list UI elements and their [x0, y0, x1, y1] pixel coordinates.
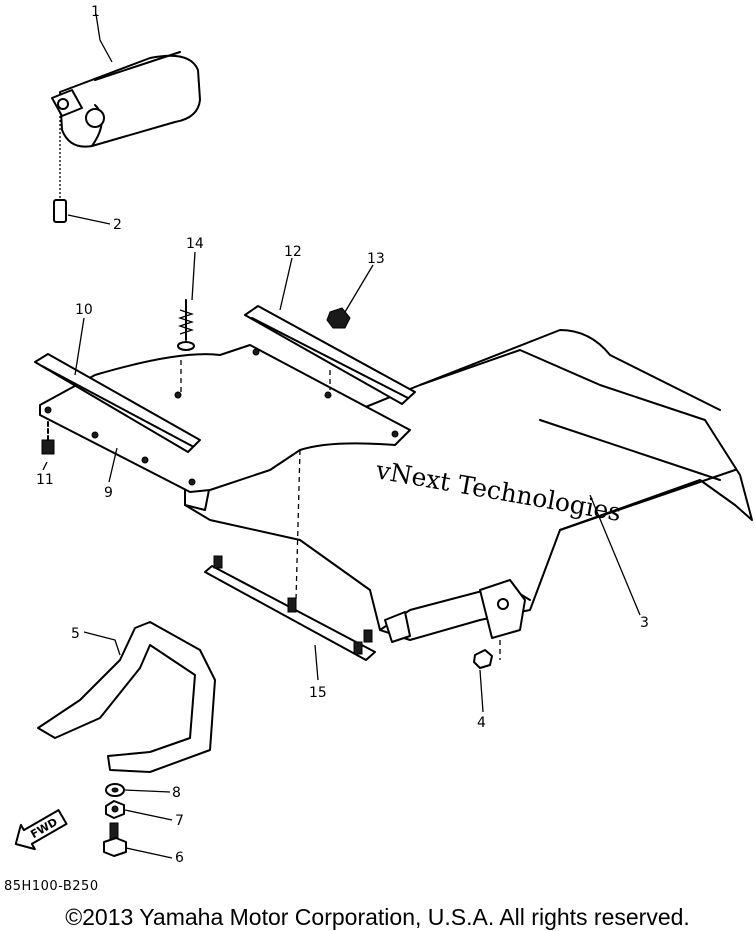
callout-13: 13 — [367, 251, 385, 267]
callout-2: 2 — [113, 217, 122, 233]
callout-5: 5 — [71, 626, 80, 642]
callout-1: 1 — [91, 4, 100, 20]
part-11-bolt — [41, 419, 55, 455]
part-2-chain-pin — [53, 112, 67, 223]
callout-15: 15 — [309, 685, 327, 701]
part-1-cylinder-cover — [51, 51, 201, 148]
callout-numbers: 1 2 3 4 5 6 7 8 9 10 11 12 13 14 15 — [36, 4, 649, 866]
part-5-stay — [37, 621, 216, 773]
callout-11: 11 — [36, 472, 54, 488]
leader-lines — [42, 13, 641, 859]
drawing-code: 85H100-B250 — [4, 879, 99, 894]
callout-6: 6 — [175, 850, 184, 866]
callout-3: 3 — [640, 615, 649, 631]
part-7-nut — [105, 800, 125, 819]
part-6-bolt — [103, 822, 127, 857]
callout-10: 10 — [75, 302, 93, 318]
copyright-notice: ©2013 Yamaha Motor Corporation, U.S.A. A… — [65, 904, 690, 930]
callout-14: 14 — [186, 236, 204, 252]
part-15-bracket — [204, 555, 376, 661]
part-10-rail — [34, 353, 201, 453]
part-3-main-cover — [184, 329, 753, 643]
part-14-screw — [177, 299, 195, 351]
callout-8: 8 — [172, 785, 181, 801]
callout-4: 4 — [477, 715, 486, 731]
callout-9: 9 — [104, 485, 113, 501]
part-8-washer — [105, 783, 125, 797]
part-9-floor-plate — [39, 344, 411, 493]
part-13-nut — [326, 307, 351, 329]
callout-12: 12 — [284, 244, 302, 260]
callout-7: 7 — [175, 813, 184, 829]
assembly-lines — [180, 360, 331, 601]
part-4-bolt — [473, 640, 501, 669]
fwd-arrow: FWD — [14, 809, 68, 851]
part-12-rail — [244, 305, 416, 405]
